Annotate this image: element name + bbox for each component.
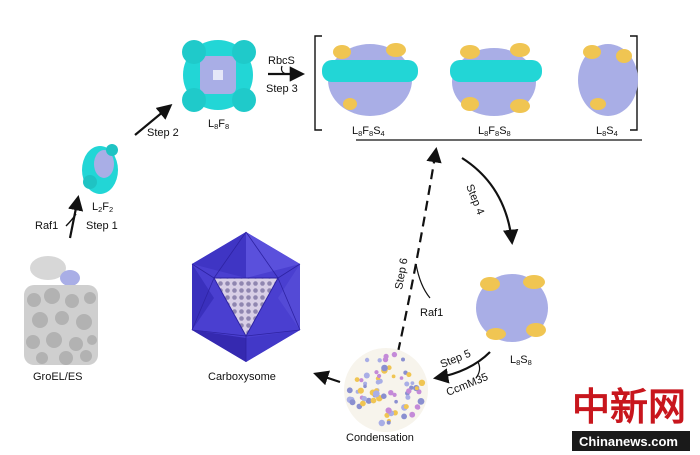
step3-label: Step 3 [266,83,298,95]
condensate-particle [394,399,398,404]
l8f8s4-label: L8F8S4 [352,125,385,138]
l8s4-label: L8S4 [596,125,618,138]
step2-label: Step 2 [147,127,179,139]
condensate-particle [349,399,356,406]
watermark-band [572,431,690,451]
ccmm35-join-curve [475,361,481,379]
groel-label: GroEL/ES [33,371,83,383]
condensate-particle [401,357,405,362]
condensate-particle [363,372,370,379]
raf1-input-label: Raf1 [35,220,58,232]
condensate-particle [392,392,397,397]
condensate-particle [386,420,391,425]
condensate-particle [410,381,415,385]
condensate-particle [409,411,416,418]
condensate-particle [406,388,412,394]
condensate-particle [363,384,367,389]
step4-arrow [461,157,519,246]
condensate-particle [385,407,392,414]
condensate-particle [346,387,353,394]
condensate-particle [378,419,385,427]
condensate-particle [374,370,379,375]
condensate-particle [403,404,409,410]
rbcs-label: RbcS [268,55,295,67]
l2f2-complex [82,144,118,194]
condensate-particle [415,405,421,410]
condensate-particle [405,394,411,400]
watermark-chinese: 中新网 [572,384,686,429]
condensate-particle [361,396,367,402]
condensate-particle [381,393,387,400]
bracket-left [314,35,322,131]
l8f8s8-label: L8F8S8 [478,125,511,138]
condensate-particle [370,397,377,404]
condensation-droplet [344,348,428,432]
condensate-particle [360,400,366,407]
condensate-particle [377,373,382,379]
step6-label: Step 6 [393,257,410,290]
raf1-output-label: Raf1 [420,307,443,319]
l8f8-complex [182,40,256,112]
condensate-particle [381,364,388,372]
step1-arrow [68,194,84,239]
condensate-particle [404,381,410,387]
l8s8-label: L8S8 [510,354,532,367]
condensate-particle [388,390,394,396]
l8f8s8-complex [450,43,542,116]
condensate-particle [401,413,407,420]
condensate-particle [377,358,382,363]
watermark-site: Chinanews.com [579,434,678,449]
condensation-to-carboxysome-arrow [313,370,341,386]
condensate-particle [354,377,360,382]
condensate-particle [359,378,364,383]
l8f8s4-complex [322,43,418,116]
condensate-particle [406,372,412,378]
condensate-particle [384,412,390,418]
carboxysome-shell [191,231,301,362]
condensate-particle [357,387,364,394]
rbcs-join-curve [280,65,287,75]
step1-label: Step 1 [86,220,118,232]
condensate-particle [414,386,419,391]
condensate-particle [386,365,392,371]
condensate-particle [391,374,396,379]
step4-label: Step 4 [463,183,486,217]
condensate-particle [363,381,368,386]
condensate-particle [372,390,380,398]
condensate-particle [417,398,425,405]
condensate-particle [365,397,372,404]
l8s4-complex [578,44,638,116]
condensate-particle [391,351,398,358]
condensate-particle [364,357,370,363]
condensate-particle [418,379,426,386]
step6-arrow [396,146,442,353]
condensate-particle [399,376,404,380]
carboxysome-label: Carboxysome [208,371,276,383]
l8s8-complex [476,274,548,342]
l8f8-label: L8F8 [208,118,229,131]
groel-es-complex [24,256,98,365]
l2f2-label: L2F2 [92,201,113,214]
condensate-particle [375,379,381,385]
condensate-particle [383,353,389,359]
condensation-label: Condensation [346,432,414,444]
step2-arrow [134,104,173,136]
step5-arrow [432,351,491,384]
raf1-release-curve [415,263,431,299]
